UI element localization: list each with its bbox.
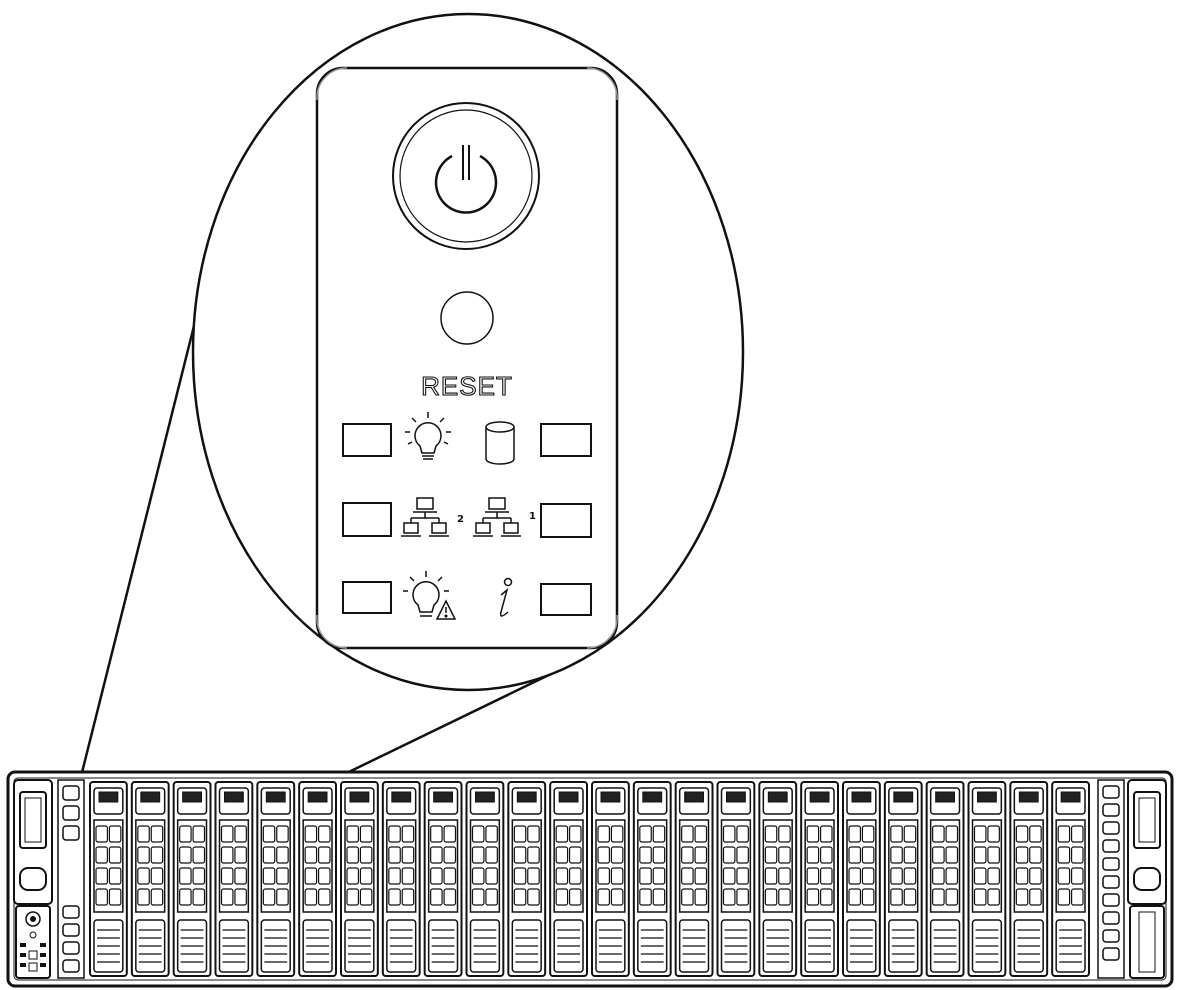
right-rack-handle[interactable] (1127, 779, 1167, 979)
network-lan1-icon (473, 497, 521, 537)
right-vent-column (1097, 779, 1125, 979)
reset-label: RESET (421, 371, 513, 401)
power-led-lightbulb-icon (405, 412, 451, 460)
info-icon (499, 577, 513, 617)
fault-led (342, 581, 392, 614)
drive-bay[interactable] (716, 781, 756, 977)
drive-bay[interactable] (130, 781, 170, 977)
drive-bay[interactable] (340, 781, 379, 977)
front-reset-button[interactable] (29, 931, 37, 939)
drive-bay[interactable] (465, 781, 505, 977)
drive-bay[interactable] (800, 781, 840, 977)
front-control-panel (15, 905, 51, 979)
hdd-activity-icon (485, 421, 515, 465)
power-led (342, 423, 392, 457)
lan2-led (342, 502, 392, 537)
drive-bay[interactable] (423, 781, 463, 977)
network-lan2-icon (401, 497, 449, 537)
server-chassis (6, 770, 1174, 988)
drive-bay[interactable] (1051, 781, 1090, 977)
hdd-led (540, 423, 592, 457)
drive-bay[interactable] (298, 781, 337, 977)
right-ear-logo-plate (1129, 905, 1165, 979)
drive-bay[interactable] (883, 781, 923, 977)
system-fault-icon (403, 571, 457, 620)
lan1-led (540, 503, 592, 538)
front-port-column (57, 779, 85, 979)
left-rack-handle[interactable] (13, 779, 53, 905)
drive-bay[interactable] (172, 781, 212, 977)
drive-bay[interactable] (1009, 781, 1049, 977)
drive-bay[interactable] (758, 781, 798, 977)
drive-bay-array (89, 781, 1090, 977)
lan-port-2-label: 2 (457, 514, 464, 525)
drive-bay[interactable] (632, 781, 672, 977)
power-icon (434, 145, 498, 214)
drive-bay[interactable] (256, 781, 296, 977)
drive-bay[interactable] (89, 781, 128, 977)
control-panel: RESET (315, 66, 619, 650)
power-button[interactable] (392, 102, 540, 250)
drive-bay[interactable] (925, 781, 965, 977)
drive-bay[interactable] (549, 781, 589, 977)
lan-port-1-label: 1 (529, 511, 536, 522)
reset-button[interactable] (440, 291, 494, 345)
drive-bay[interactable] (381, 781, 421, 977)
drive-bay[interactable] (591, 781, 630, 977)
drive-bay[interactable] (842, 781, 881, 977)
drive-bay[interactable] (674, 781, 714, 977)
drive-bay[interactable] (967, 781, 1007, 977)
drive-bay[interactable] (214, 781, 254, 977)
drive-bay[interactable] (507, 781, 547, 977)
info-led (540, 583, 592, 616)
